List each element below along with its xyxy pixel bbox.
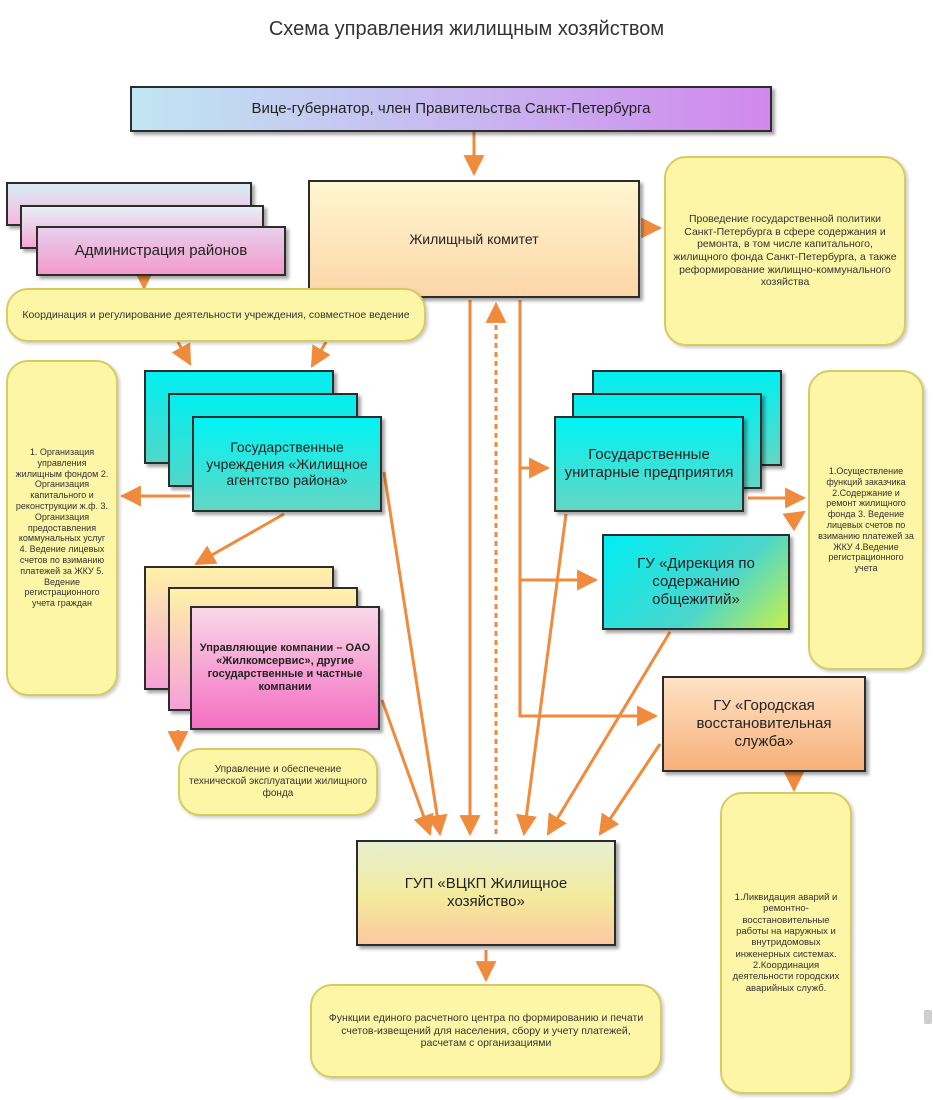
enterprise-functions-text: 1.Осуществление функций заказчика 2.Соде… [818, 466, 914, 574]
arrow-institutions-to-management [194, 512, 285, 566]
dormitory-directorate-label: ГУ «Дирекция по содержанию общежитий» [637, 555, 755, 608]
vcip-functions-note: Функции единого расчетного центра по фор… [310, 984, 662, 1078]
arrow-dormitory-to-vcip [546, 631, 672, 836]
housing-committee-label: Жилищный комитет [409, 230, 539, 247]
arrow-committee-to-recovery [518, 580, 659, 727]
vice-governor-box: Вице-губернатор, член Правительства Санк… [130, 86, 772, 132]
management-functions-text: Управление и обеспечение технической экс… [189, 764, 367, 799]
arrow-management-to-vcip [380, 699, 434, 836]
committee-policy-note: Проведение государственной политики Санк… [664, 156, 906, 346]
arrow-committee-to-enterprises [518, 300, 551, 479]
state-institutions-label: Государственные учреждения «Жилищное аге… [206, 438, 368, 489]
agency-functions-note: 1. Организация управления жилищным фондо… [6, 360, 118, 696]
enterprise-functions-note: 1.Осуществление функций заказчика 2.Соде… [808, 370, 924, 670]
vcip-functions-text: Функции единого расчетного центра по фор… [328, 1012, 644, 1050]
management-companies-label: Управляющие компании – ОАО «Жилкомсервис… [199, 641, 371, 694]
district-admin-label: Администрация районов [74, 242, 248, 259]
dormitory-directorate-box: ГУ «Дирекция по содержанию общежитий» [602, 534, 790, 630]
arrow-dormitory-to-enterprise-note [782, 510, 806, 532]
recovery-service-label: ГУ «Городская восстановительная служба» [696, 697, 832, 750]
recovery-functions-text: 1.Ликвидация аварий и ремонтно-восстанов… [732, 891, 840, 994]
state-enterprises-label: Государственные унитарные предприятия [564, 446, 734, 481]
district-admin-box: Администрация районов [36, 226, 286, 276]
arrow-coordination-to-institutions-2 [310, 341, 331, 368]
arrow-coordination-to-institutions-1 [171, 341, 192, 366]
arrow-enterprises-to-vcip [516, 513, 568, 837]
committee-policy-text: Проведение государственной политики Санк… [673, 213, 897, 289]
agency-functions-text: 1. Организация управления жилищным фондо… [15, 447, 109, 609]
vcip-label: ГУП «ВЦКП Жилищное хозяйство» [404, 875, 568, 910]
right-edge-marker [924, 1010, 932, 1024]
management-functions-note: Управление и обеспечение технической экс… [178, 748, 378, 816]
state-enterprises-box: Государственные унитарные предприятия [554, 416, 744, 512]
state-institutions-box: Государственные учреждения «Жилищное аге… [192, 416, 382, 512]
housing-committee-box: Жилищный комитет [308, 180, 640, 298]
vcip-box: ГУП «ВЦКП Жилищное хозяйство» [356, 840, 616, 946]
arrow-institutions-vcip [382, 471, 448, 837]
coordination-note: Координация и регулирование деятельности… [6, 288, 426, 342]
arrow-recovery-to-vcip [598, 743, 662, 836]
management-companies-box: Управляющие компании – ОАО «Жилкомсервис… [190, 606, 380, 730]
coordination-text: Координация и регулирование деятельности… [22, 308, 410, 321]
diagram-title: Схема управления жилищным хозяйством [268, 18, 665, 40]
recovery-functions-note: 1.Ликвидация аварий и ремонтно-восстанов… [720, 792, 852, 1094]
recovery-service-box: ГУ «Городская восстановительная служба» [662, 676, 866, 772]
vice-governor-label: Вице-губернатор, член Правительства Санк… [251, 100, 651, 117]
